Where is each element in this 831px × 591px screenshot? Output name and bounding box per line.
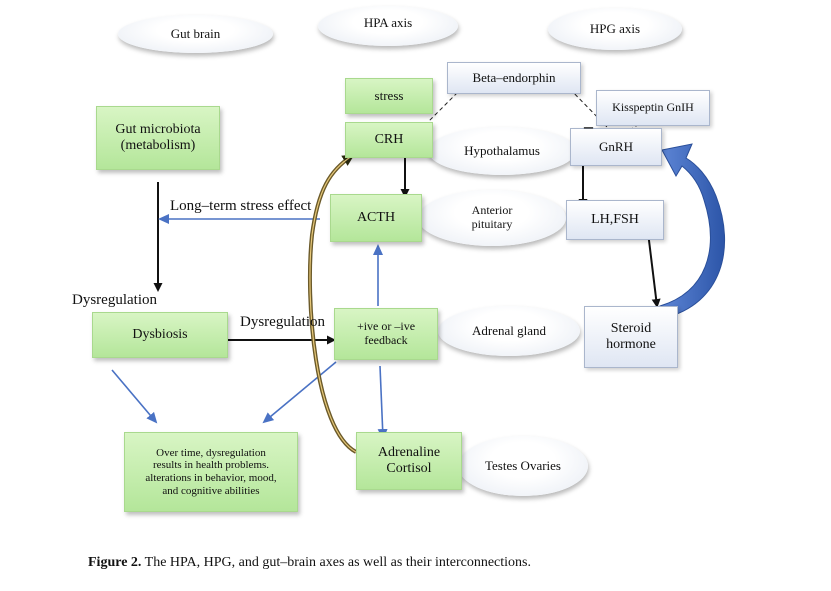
node-outcome: Over time, dysregulation results in heal…	[124, 432, 298, 512]
node-gnrh-label: GnRH	[599, 138, 633, 154]
arrow-feedback-to-adrenaline	[377, 365, 388, 440]
header-gut-brain: Gut brain	[118, 15, 273, 53]
node-testes-ovaries-label: Testes Ovaries	[485, 457, 561, 473]
node-dysbiosis-label: Dysbiosis	[132, 326, 188, 342]
node-lh-fsh-label: LH,FSH	[591, 211, 639, 227]
figure-caption-label: Figure 2.	[88, 555, 142, 570]
node-outcome-label: Over time, dysregulation results in heal…	[145, 446, 277, 497]
node-adrenal-gland-label: Adrenal gland	[471, 322, 546, 338]
node-adrenaline-cortisol-label: Adrenaline Cortisol	[377, 444, 441, 476]
figure-caption-text: The HPA, HPG, and gut–brain axes as well…	[141, 555, 531, 570]
node-dysbiosis: Dysbiosis	[92, 312, 228, 358]
arrow-dysbiosis-to-outcome	[111, 369, 158, 424]
arc-cortisol-to-crh-highlight	[309, 155, 357, 453]
header-gut-brain-label: Gut brain	[170, 25, 221, 41]
gnrh-inhibition-mark: –	[584, 116, 593, 136]
header-hpg-axis: HPG axis	[548, 8, 682, 50]
node-anterior-pituitary: Anterior pituitary	[418, 190, 566, 246]
hpg-feedback-arrow	[659, 143, 726, 319]
node-gut-microbiota-label: Gut microbiota (metabolism)	[115, 121, 201, 153]
node-testes-ovaries: Testes Ovaries	[458, 436, 588, 496]
node-acth: ACTH	[330, 194, 422, 242]
node-beta-endorphin: Beta–endorphin	[447, 62, 581, 94]
node-beta-endorphin-label: Beta–endorphin	[472, 69, 556, 85]
node-gut-microbiota: Gut microbiota (metabolism)	[96, 106, 220, 170]
header-hpa-axis-label: HPA axis	[363, 14, 413, 30]
node-hypothalamus-label: Hypothalamus	[464, 142, 540, 158]
node-crh-label: CRH	[374, 131, 404, 147]
node-crh: CRH	[345, 122, 433, 158]
header-hpa-axis: HPA axis	[318, 6, 458, 46]
header-hpg-axis-label: HPG axis	[589, 20, 641, 36]
node-steroid-hormone-label: Steroid hormone	[606, 320, 656, 352]
arrow-feedback-to-outcome	[262, 361, 337, 424]
node-stress-label: stress	[374, 87, 404, 103]
node-lh-fsh: LH,FSH	[566, 200, 664, 240]
label-long-term-stress: Long–term stress effect	[170, 198, 312, 214]
node-stress: stress	[345, 78, 433, 114]
node-feedback-label: +ive or –ive feedback	[356, 319, 416, 347]
node-hypothalamus: Hypothalamus	[428, 127, 576, 175]
node-feedback: +ive or –ive feedback	[334, 308, 438, 360]
node-kisspeptin: Kisspeptin GnIH	[596, 90, 710, 126]
node-anterior-pituitary-label: Anterior pituitary	[471, 203, 513, 231]
node-steroid-hormone: Steroid hormone	[584, 306, 678, 368]
node-adrenal-gland: Adrenal gland	[438, 306, 580, 356]
node-adrenaline-cortisol: Adrenaline Cortisol	[356, 432, 462, 490]
label-dysregulation-left: Dysregulation	[72, 292, 157, 308]
node-acth-label: ACTH	[356, 209, 396, 225]
node-kisspeptin-label: Kisspeptin GnIH	[612, 100, 694, 115]
node-gnrh: GnRH	[570, 128, 662, 166]
figure-caption: Figure 2. The HPA, HPG, and gut–brain ax…	[88, 555, 531, 571]
label-dysregulation-mid: Dysregulation	[240, 314, 325, 330]
